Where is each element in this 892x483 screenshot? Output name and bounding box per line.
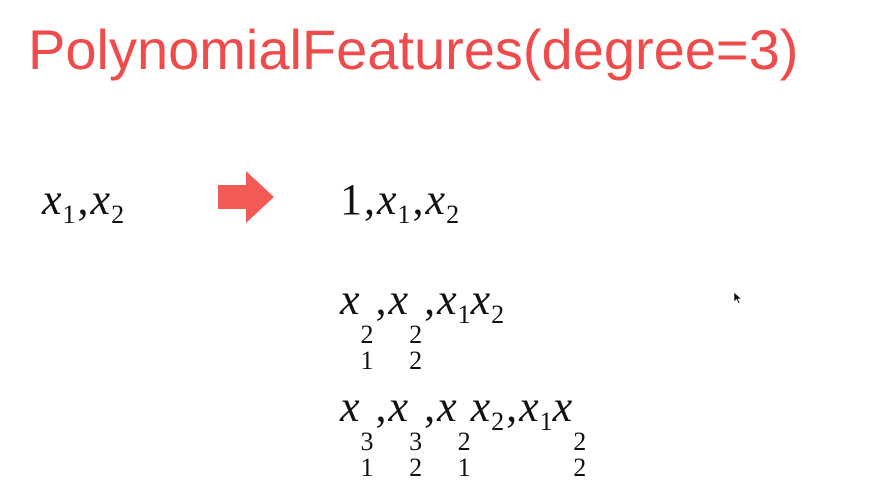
- input-var-1: x: [42, 175, 62, 224]
- row2-comma-2: ,: [424, 275, 436, 324]
- row3-term-d-sup: 2: [573, 426, 587, 456]
- row1-sub-2: 2: [446, 200, 460, 230]
- input-comma: ,: [77, 175, 89, 224]
- right-arrow-icon: [218, 171, 274, 223]
- row3-term-a-var: x: [340, 382, 360, 431]
- row2-term-a-sub: 1: [360, 345, 374, 375]
- input-sub-2: 2: [111, 200, 125, 230]
- row1-comma-1: ,: [364, 175, 375, 224]
- row3-comma-2: ,: [424, 382, 436, 431]
- row2-comma-1: ,: [375, 275, 387, 324]
- row1-var-2: x: [425, 175, 446, 224]
- row3-comma-1: ,: [375, 382, 387, 431]
- row2-term-c-var-2: x: [470, 275, 491, 324]
- row2-term-c-sub-2: 2: [491, 300, 505, 330]
- row3-term-c-sub: 1: [457, 452, 471, 482]
- row2-term-c-var-1: x: [437, 275, 457, 324]
- row1-var-1: x: [377, 175, 397, 224]
- mouse-pointer-icon: [734, 292, 742, 304]
- row3-term-c-var-2: x: [470, 382, 491, 431]
- row3-term-d-sub-1: 1: [539, 407, 553, 437]
- row2-term-b-var: x: [388, 275, 409, 324]
- row3-term-b-sub: 2: [409, 452, 423, 482]
- row3-term-d-var-1: x: [519, 382, 539, 431]
- row2-term-b-sub: 2: [409, 345, 423, 375]
- input-var-2: x: [90, 175, 111, 224]
- bias-term: 1: [340, 175, 362, 224]
- row2-term-c-sub-1: 1: [457, 300, 471, 330]
- row3-comma-3: ,: [506, 382, 518, 431]
- row1-sub-1: 1: [397, 200, 411, 230]
- row3-term-c-sup: 2: [457, 426, 471, 456]
- arrow-shape: [218, 171, 274, 223]
- row3-term-d-var-2: x: [552, 382, 573, 431]
- row1-comma-2: ,: [412, 175, 424, 224]
- input-sub-1: 1: [62, 200, 76, 230]
- row3-term-a-sup: 3: [360, 426, 374, 456]
- row2-term-a-sup: 2: [360, 319, 374, 349]
- row2-term-b-sup: 2: [409, 319, 423, 349]
- row3-term-a-sub: 1: [360, 452, 374, 482]
- row3-term-c-var-1: x: [437, 382, 457, 431]
- slide-title: PolynomialFeatures(degree=3): [28, 18, 799, 81]
- cursor-shape: [734, 292, 742, 304]
- row3-term-d-sub: 2: [573, 452, 587, 482]
- row3-term-b-sup: 3: [409, 426, 423, 456]
- row3-term-b-var: x: [388, 382, 409, 431]
- row2-term-a-var: x: [340, 275, 360, 324]
- input-features: x1,x2: [42, 178, 124, 228]
- output-row-degree-1: 1,x1,x2: [340, 178, 459, 228]
- row3-term-c-sub-2: 2: [491, 407, 505, 437]
